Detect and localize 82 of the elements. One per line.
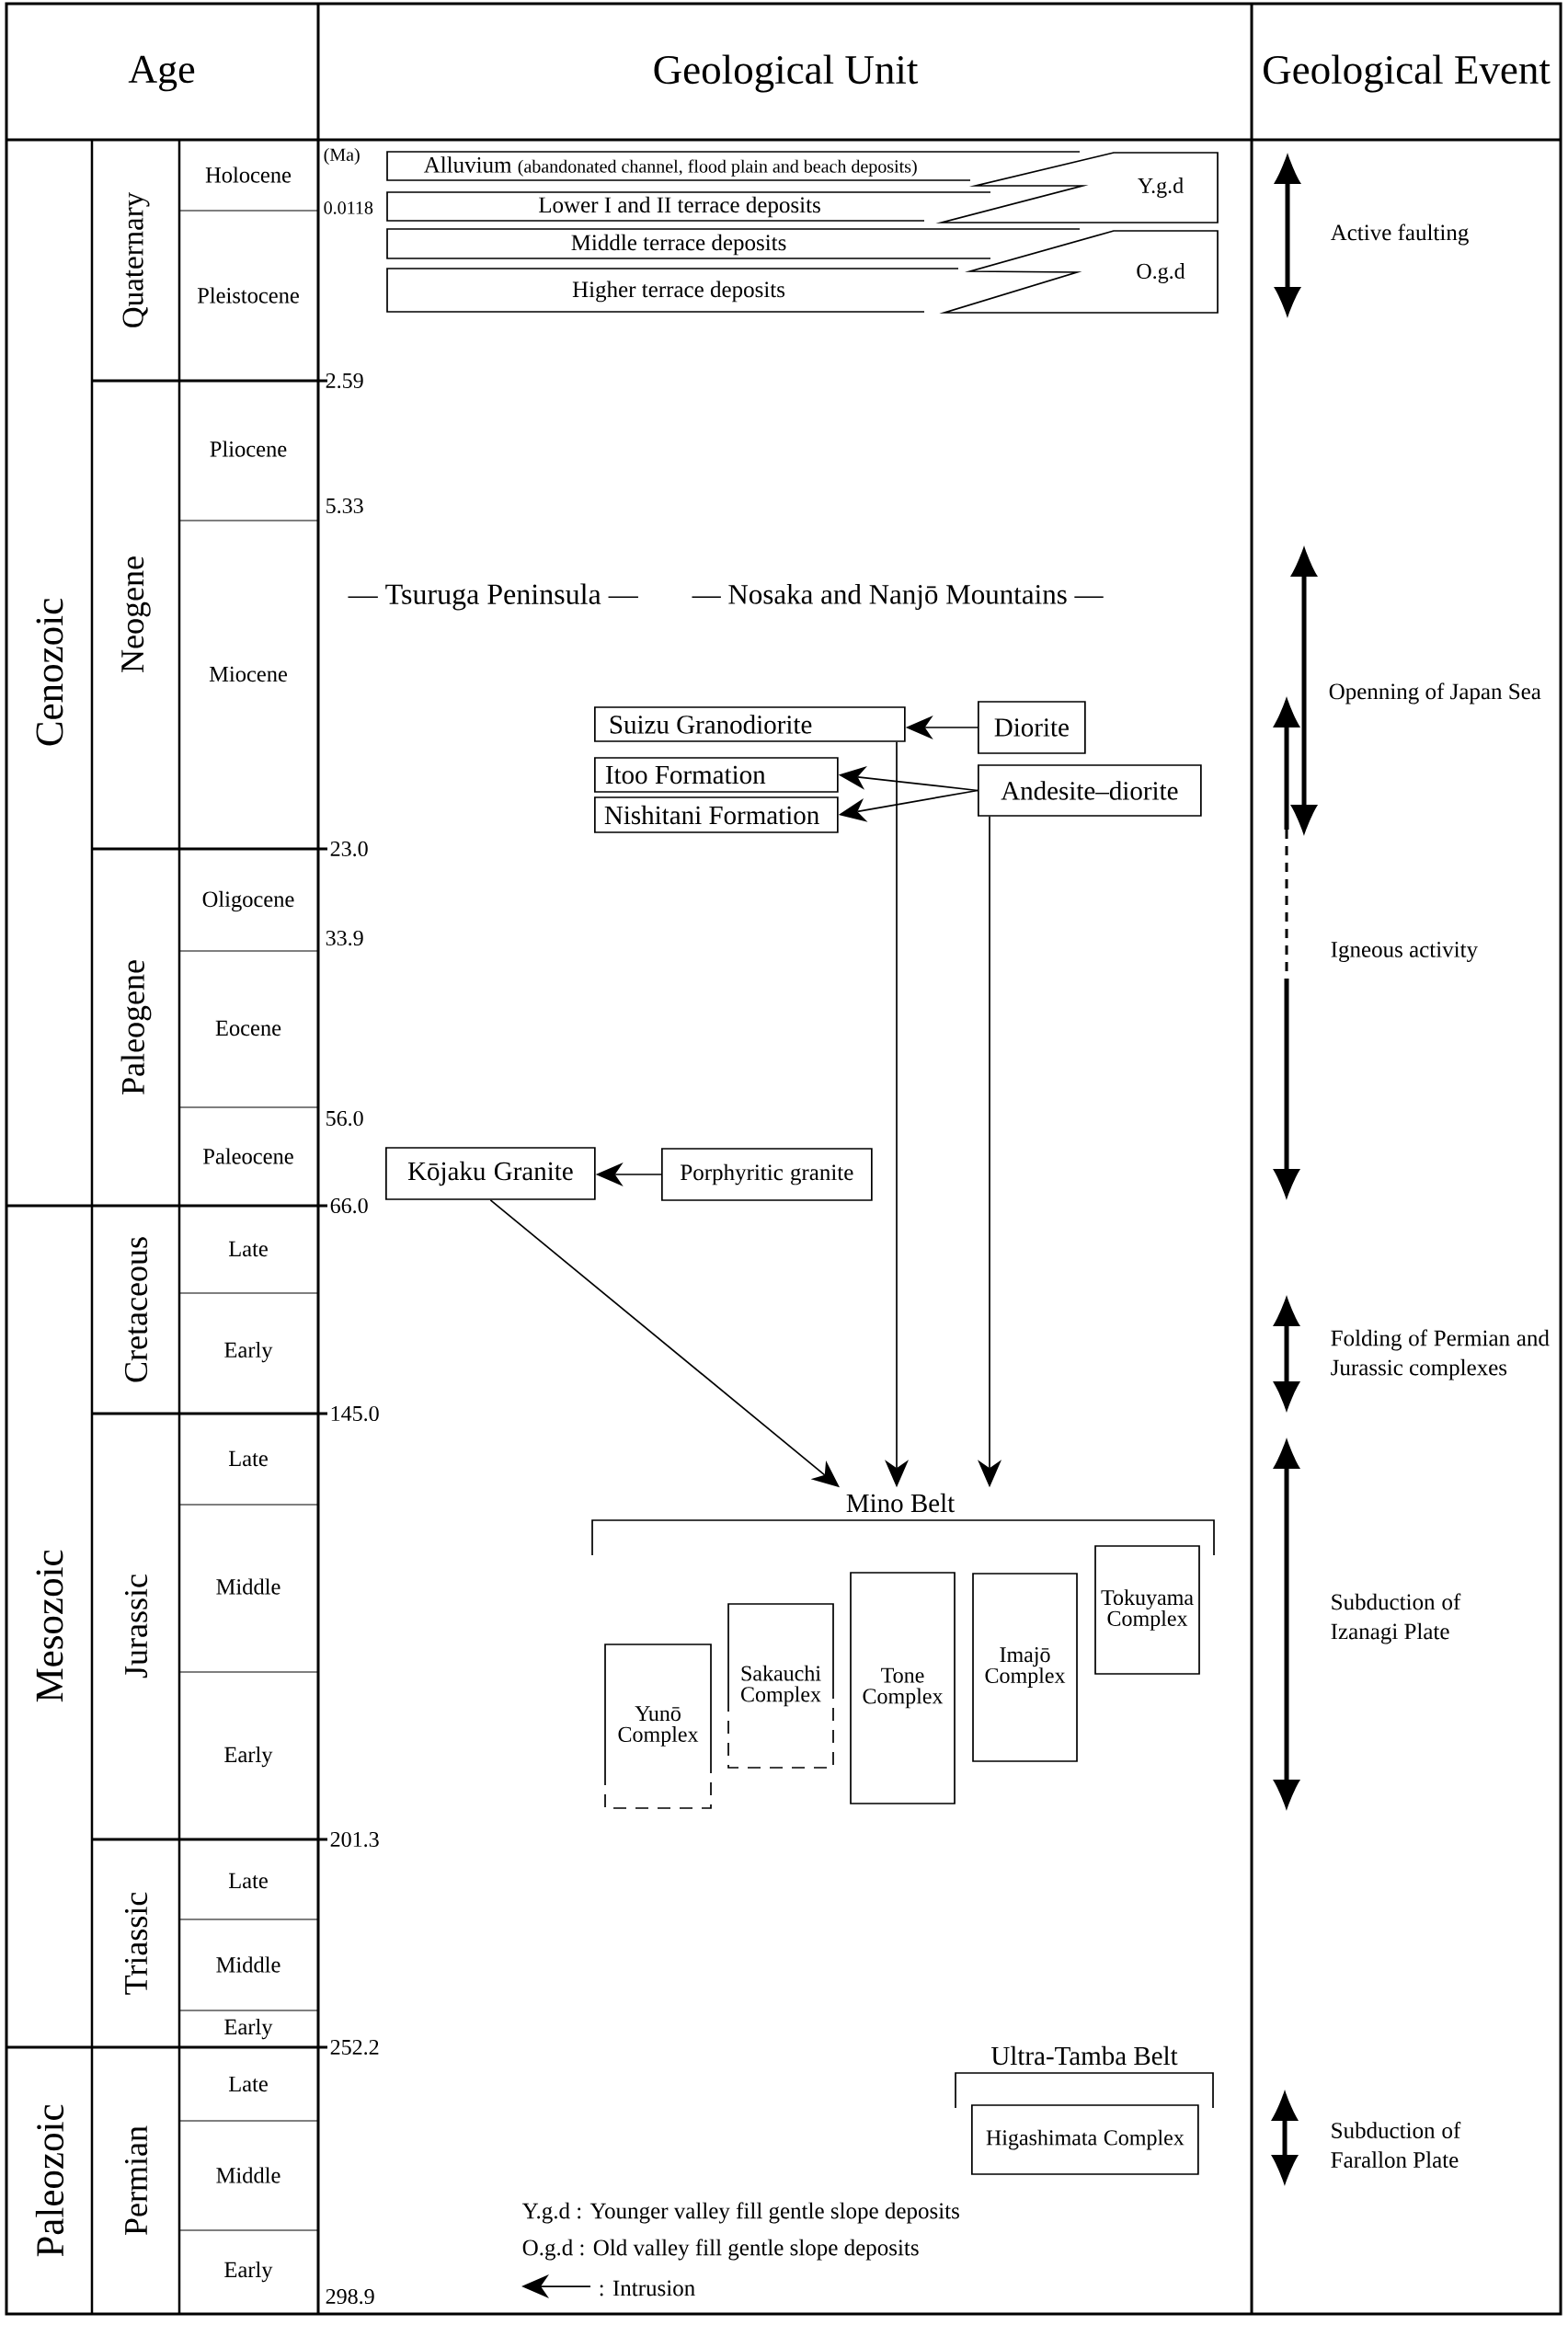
arrow (838, 789, 979, 822)
epoch-label: Paleocene (203, 1148, 293, 1164)
epoch-label: Eocene (215, 1020, 281, 1037)
event-label: Openning of Japan Sea (1329, 682, 1541, 704)
belt-label: Ultra-Tamba Belt (991, 2045, 1178, 2066)
event-label: Igneous activity (1331, 942, 1478, 962)
epoch-label: Oligocene (202, 890, 294, 912)
unit-label: (Ma) (324, 147, 360, 166)
deposit-band: Alluvium (abandonated channel, flood plain and beach deposits) (386, 151, 1081, 181)
deposit-band: Middle terrace deposits (386, 228, 1081, 259)
region-heading: — Nosaka and Nanjō Mountains — (692, 583, 1104, 611)
unit-box: Andesite–diorite (978, 764, 1202, 817)
age-value: 56.0 (326, 1110, 363, 1127)
era-label: Mesozoic (36, 1550, 63, 1702)
abbreviation-note: Y.g.d : Younger valley fill gentle slope deposits (521, 2202, 959, 2224)
epoch-label: Late (228, 1873, 268, 1889)
epoch-label: Middle (216, 2167, 280, 2183)
arrow (885, 741, 909, 1488)
column-header: Geological Unit (654, 54, 919, 93)
abbreviation-note: O.g.d : Old valley fill gentle slope deposits (522, 2239, 919, 2261)
age-value: 298.9 (326, 2288, 374, 2305)
epoch-label: Pliocene (210, 441, 287, 457)
period-label: Cretaceous (124, 1237, 148, 1382)
complex-box: Sakauchi Complex (727, 1603, 834, 1769)
epoch-label: Early (224, 1746, 273, 1768)
epoch-label: Early (224, 1341, 273, 1363)
unit-box: Suizu Granodiorite (594, 706, 906, 742)
epoch-label: Early (224, 2261, 273, 2283)
period-label: Neogene (121, 556, 151, 672)
arrow (489, 1199, 840, 1488)
epoch-label: Late (228, 2076, 268, 2092)
age-value: 5.33 (326, 498, 363, 514)
complex-box: Imajō Complex (972, 1573, 1078, 1762)
period-label: Permian (124, 2125, 148, 2235)
event-label: Folding of Permian and Jurassic complexes (1331, 1329, 1550, 1380)
epoch-label: Miocene (209, 666, 288, 682)
epoch-label: Late (228, 1241, 268, 1257)
epoch-label: Early (224, 2018, 273, 2040)
period-label: Triassic (124, 1892, 148, 1995)
legend-label: : Intrusion (600, 2280, 695, 2296)
belt-label: Mino Belt (846, 1493, 956, 1513)
column-header: Age (128, 55, 195, 92)
age-value: 66.0 (330, 1197, 368, 1214)
epoch-label: Pleistocene (197, 287, 299, 304)
unit-box: Nishitani Formation (594, 796, 839, 833)
complex-box: Yunō Complex (604, 1644, 712, 1809)
event-label: Active faulting (1330, 223, 1469, 246)
age-value: 2.59 (326, 372, 363, 389)
epoch-label: Middle (216, 1956, 280, 1973)
event-label: Subduction of Izanagi Plate (1331, 1593, 1461, 1644)
deposit-wedge: O.g.d (939, 230, 1219, 314)
deposit-wedge: Y.g.d (935, 152, 1219, 223)
arrow (595, 1162, 662, 1186)
age-value: 145.0 (331, 1405, 379, 1422)
epoch-label: Middle (216, 1578, 280, 1595)
period-label: Jurassic (124, 1575, 148, 1678)
era-label: Cenozoic (36, 599, 63, 746)
unit-box: Porphyritic granite (661, 1148, 873, 1201)
deposit-band: Lower I and II terrace deposits (386, 191, 991, 222)
unit-box: Itoo Formation (594, 757, 839, 793)
age-value: 201.3 (330, 1831, 379, 1848)
complex-box: Higashimata Complex (971, 2104, 1199, 2175)
complex-box: Tokuyama Complex (1094, 1545, 1200, 1675)
column-header: Geological Event (1264, 54, 1551, 93)
age-value: 252.2 (330, 2039, 379, 2056)
age-value: 23.0 (330, 841, 368, 857)
age-value: 33.9 (326, 930, 363, 946)
period-label: Paleogene (120, 960, 152, 1094)
unit-box: Diorite (978, 701, 1086, 754)
event-label: Subduction of Farallon Plate (1331, 2122, 1461, 2168)
deposit-band: Higher terrace deposits (386, 268, 959, 313)
complex-box: Tone Complex (850, 1572, 956, 1804)
arrow (905, 716, 979, 739)
arrow (838, 765, 979, 792)
arrow (978, 816, 1001, 1488)
age-value: 0.0118 (324, 201, 373, 214)
unit-box: Kōjaku Granite (385, 1147, 596, 1200)
region-heading: — Tsuruga Peninsula — (348, 583, 638, 611)
epoch-label: Late (228, 1450, 268, 1467)
era-label: Paleozoic (35, 2104, 64, 2257)
period-label: Quaternary (122, 191, 150, 327)
epoch-label: Holocene (205, 166, 292, 183)
